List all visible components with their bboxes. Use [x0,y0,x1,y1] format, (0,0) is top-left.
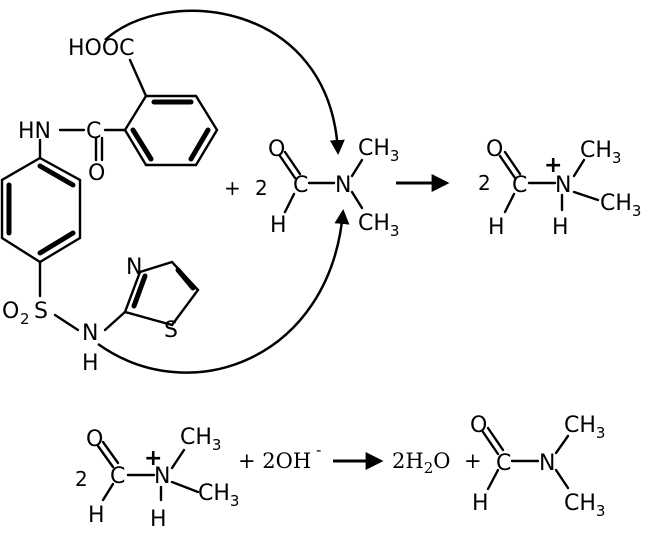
eq2-coefficient: 2 [75,467,88,491]
sulfonamide-h-label: H [82,351,99,376]
cooh-label: HOOC [68,36,135,61]
eq2-cation-ch3-top: CH3 [180,425,221,454]
product1-h-label: H [488,215,505,240]
equation-2: 2 O C H N + H CH3 CH3 + 2OH - 2H2O + O C… [75,413,605,532]
hydroxide-charge: - [316,441,321,459]
product1-o-label: O [486,137,503,162]
eq2-dmf-ch3-top: CH3 [564,413,605,442]
dmf-coefficient: 2 [255,176,268,200]
amide-c-label: C [86,119,101,144]
dmf-o-label: O [268,137,285,162]
product1-nh-label: H [552,215,569,240]
thiazole-n-label: N [126,255,142,280]
dmf-h-label: H [270,213,287,238]
amide-nh-label: HN [18,119,51,144]
amide-o-label: O [88,161,105,186]
plus-sign-2: + [464,449,482,473]
eq2-dmf-h-label: H [472,491,489,516]
sulfonyl-o-label: O [2,299,19,324]
product1-coefficient: 2 [478,171,491,195]
eq2-cation-ch3-bottom: CH3 [198,481,239,510]
eq2-cation-charge: + [144,446,162,471]
product1-charge: + [544,153,562,178]
plus-sign: + [224,176,241,200]
eq2-dmf-o-label: O [470,413,487,438]
eq2-cation-nh-label: H [150,507,167,532]
drug-molecule: HOOC HN C O O 2 S N H N S [0,36,219,376]
protonated-dmf-product: 2 O C H N + H CH3 CH3 [478,137,641,240]
curved-arrow-bottom [97,209,350,374]
product1-c-label: C [512,173,527,198]
dmf-ch3-top: CH3 [358,136,399,165]
eq2-dmf-c-label: C [496,451,511,476]
dmf-reactant: O C H N CH3 CH3 [268,136,399,240]
thiazole-s-label: S [164,318,178,343]
dmf-c-label: C [293,173,308,198]
eq2-cation-o-label: O [86,427,103,452]
water-term: 2H2O [392,449,450,477]
dmf-n-label: N [335,173,351,198]
sulfonamide-n-label: N [82,321,98,346]
eq2-cation-n-label: N [154,464,170,489]
eq2-cation-c-label: C [110,464,125,489]
product1-ch3-bottom: CH3 [600,191,641,220]
sulfonyl-o2-subscript: 2 [20,310,30,328]
sulfonyl-s-label: S [34,299,48,324]
product1-n-label: N [555,173,571,198]
dmf-ch3-bottom: CH3 [358,211,399,240]
curved-arrow-top [104,9,345,155]
eq2-cation-h-label: H [88,503,105,528]
product1-ch3-top: CH3 [580,138,621,167]
hydroxide-term: + 2OH [238,449,311,473]
eq2-dmf-n-label: N [539,451,555,476]
eq2-dmf-ch3-bottom: CH3 [564,491,605,520]
